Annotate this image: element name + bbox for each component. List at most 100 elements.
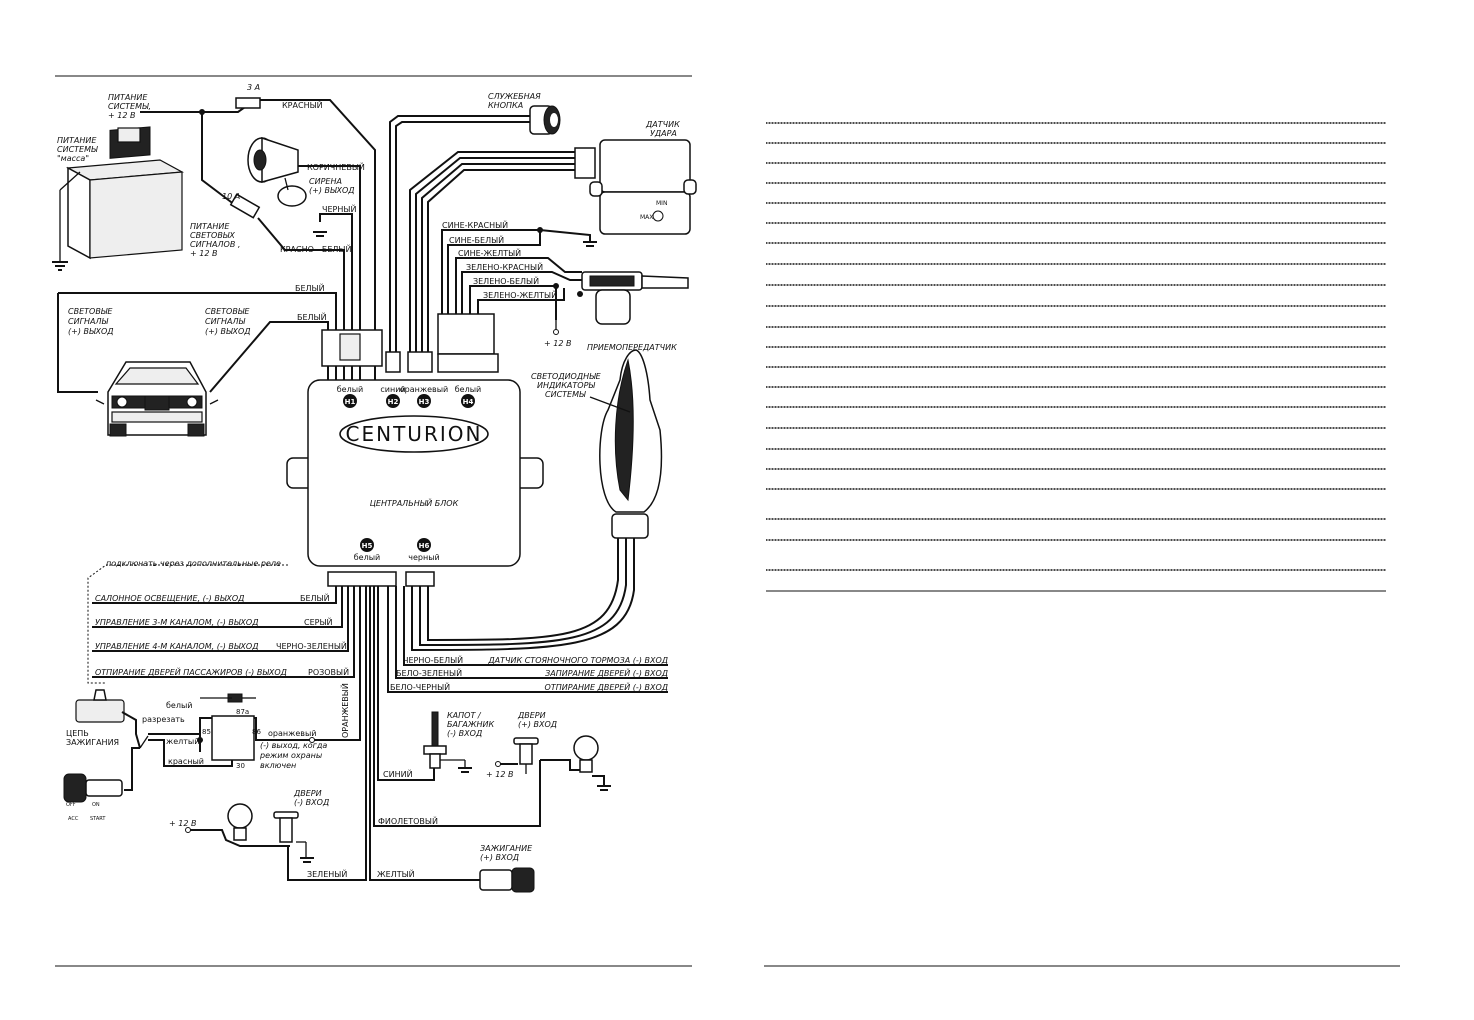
relay-note: подключать через дополнительные реле bbox=[106, 559, 281, 568]
relay-pin-85: 85 bbox=[202, 728, 211, 736]
central-unit-caption: ЦЕНТРАЛЬНЫЙ БЛОК bbox=[370, 497, 459, 508]
shock-max-label: MAX bbox=[640, 214, 653, 221]
wire-green-red-label: ЗЕЛЕНО-КРАСНЫЙ bbox=[466, 261, 543, 272]
notes-lines bbox=[766, 122, 1386, 592]
wire-orange-vertical-label: ОРАНЖЕВЫЙ bbox=[339, 683, 350, 738]
ignition-red-label: красный bbox=[168, 757, 204, 766]
connector-color-label: черный bbox=[408, 553, 439, 562]
ignition-lock-icon bbox=[63, 689, 125, 803]
ignition-yellow-label: желтый bbox=[166, 737, 199, 746]
wire-blue-label: СИНИЙ bbox=[383, 768, 413, 779]
ignition-white-label: белый bbox=[166, 701, 192, 710]
input-name: ОТПИРАНИЕ ДВЕРЕЙ (-) вход bbox=[545, 681, 668, 692]
shock-min-label: MIN bbox=[656, 200, 667, 207]
output-wire: ЧЕРНО-ЗЕЛЕНЫЙ bbox=[276, 640, 347, 651]
wire-yellow-label: ЖЕЛТЫЙ bbox=[377, 868, 415, 879]
connector-badge-icon bbox=[343, 394, 357, 408]
switch-off: OFF bbox=[66, 802, 76, 808]
output-wire: СЕРЫЙ bbox=[304, 616, 333, 627]
relay-pin-30: 30 bbox=[236, 762, 245, 770]
doors-plus-label: ДВЕРИ(+) вход bbox=[517, 711, 557, 729]
connector-badge-icon bbox=[461, 394, 475, 408]
service-button-icon bbox=[529, 105, 561, 135]
connector-id: H4 bbox=[463, 398, 474, 406]
relay-icon bbox=[211, 715, 255, 761]
wire-green-white-label: ЗЕЛЕНО-БЕЛЫЙ bbox=[473, 275, 539, 286]
connector-h3-plug bbox=[407, 351, 433, 373]
relay-pin-87a: 87а bbox=[236, 708, 249, 716]
wire-red-white-label: КРАСНО - БЕЛЫЙ bbox=[280, 243, 351, 254]
doors-plus-switch-icon bbox=[513, 737, 539, 774]
connector-badge-icon bbox=[386, 394, 400, 408]
connector-id: H6 bbox=[419, 542, 430, 550]
output-name: ОТПИРАНИЕ ДВЕРЕЙ ПАССАЖИРОВ (-) выход bbox=[95, 666, 287, 677]
connector-color-label: белый bbox=[455, 385, 481, 394]
wire-blue-white-label: СИНЕ-БЕЛЫЙ bbox=[449, 234, 504, 245]
input-wire: БЕЛО-ЧЕРНЫЙ bbox=[390, 681, 450, 692]
ignition-input-label: ЗАЖИГАНИЕ(+) вход bbox=[480, 844, 533, 862]
input-wire: ЧЕРНО-БЕЛЫЙ bbox=[403, 654, 463, 665]
wire-green-label: ЗЕЛЕНЫЙ bbox=[307, 868, 347, 879]
siren-label: СИРЕНА(+) выход bbox=[309, 177, 355, 195]
ignition-input-icon bbox=[479, 867, 535, 893]
wire-violet-label: ФИОЛЕТОВЫЙ bbox=[378, 815, 438, 826]
doors-plus-bulb-icon bbox=[573, 735, 611, 791]
connector-color-label: белый bbox=[354, 553, 380, 562]
connector-color-label: оранжевый bbox=[400, 385, 448, 394]
fuse-3a-label: 3 А bbox=[247, 83, 260, 92]
hood-switch-icon bbox=[423, 711, 472, 773]
output-name: УПРАВЛЕНИЕ 3-м КАНАЛОМ, (-) выход bbox=[95, 618, 258, 627]
input-wire: БЕЛО-ЗЕЛЕНЫЙ bbox=[396, 667, 462, 678]
wire-green-yellow-label: ЗЕЛЕНО-ЖЕЛТЫЙ bbox=[483, 289, 557, 300]
transceiver-label: ПРИЕМОПЕРЕДАТЧИК bbox=[587, 343, 677, 352]
connector-h2-plug bbox=[385, 351, 401, 373]
ignition-orange-label: оранжевый bbox=[268, 729, 316, 738]
lock-plus12-label: + 12 В bbox=[544, 339, 571, 348]
wire-black-label: ЧЕРНЫЙ bbox=[322, 203, 356, 214]
switch-on: ON bbox=[92, 802, 100, 808]
connector-badge-icon bbox=[417, 394, 431, 408]
doors-plus-12v-label: + 12 В bbox=[486, 770, 513, 779]
doors-minus-12v-label: + 12 В bbox=[169, 819, 196, 828]
wire-white-1-label: БЕЛЫЙ bbox=[295, 282, 325, 293]
connector-badge-icon bbox=[360, 538, 374, 552]
fuse-10a-icon bbox=[229, 193, 261, 219]
wire-blue-yellow-label: СИНЕ-ЖЕЛТЫЙ bbox=[458, 247, 521, 258]
output-wire: РОЗОВЫЙ bbox=[308, 666, 349, 677]
fuse-10a-label: 10 А bbox=[222, 192, 240, 201]
output-name: САЛОННОЕ ОСВЕЩЕНИЕ, (-) выход bbox=[95, 594, 244, 603]
transceiver-icon bbox=[599, 349, 663, 539]
wire-white-2-label: БЕЛЫЙ bbox=[297, 311, 327, 322]
central-unit bbox=[286, 379, 544, 567]
doors-minus-switch-icon bbox=[273, 811, 314, 863]
brand-logo-text: CENTURION bbox=[346, 422, 483, 446]
wire-blue-red-label: СИНЕ-КРАСНЫЙ bbox=[442, 219, 508, 230]
harness-h5-plug bbox=[327, 571, 397, 587]
output-name: УПРАВЛЕНИЕ 4-м КАНАЛОМ, (-) выход bbox=[95, 642, 258, 651]
connector-color-label: белый bbox=[337, 385, 363, 394]
wire-red-label: КРАСНЫЙ bbox=[282, 99, 323, 110]
shock-sensor-icon bbox=[574, 139, 697, 235]
wire-brown-label: КОРИЧНЕВЫЙ bbox=[307, 161, 365, 172]
car-icon bbox=[95, 361, 219, 437]
doors-minus-bulb-icon bbox=[227, 803, 253, 841]
connector-color-label: синий bbox=[380, 385, 405, 394]
connector-badge-icon bbox=[417, 538, 431, 552]
connector-id: H2 bbox=[388, 398, 399, 406]
fuse-3a-icon bbox=[235, 97, 261, 109]
doors-minus-label: ДВЕРИ(-) вход bbox=[293, 789, 329, 807]
battery bbox=[52, 126, 185, 271]
